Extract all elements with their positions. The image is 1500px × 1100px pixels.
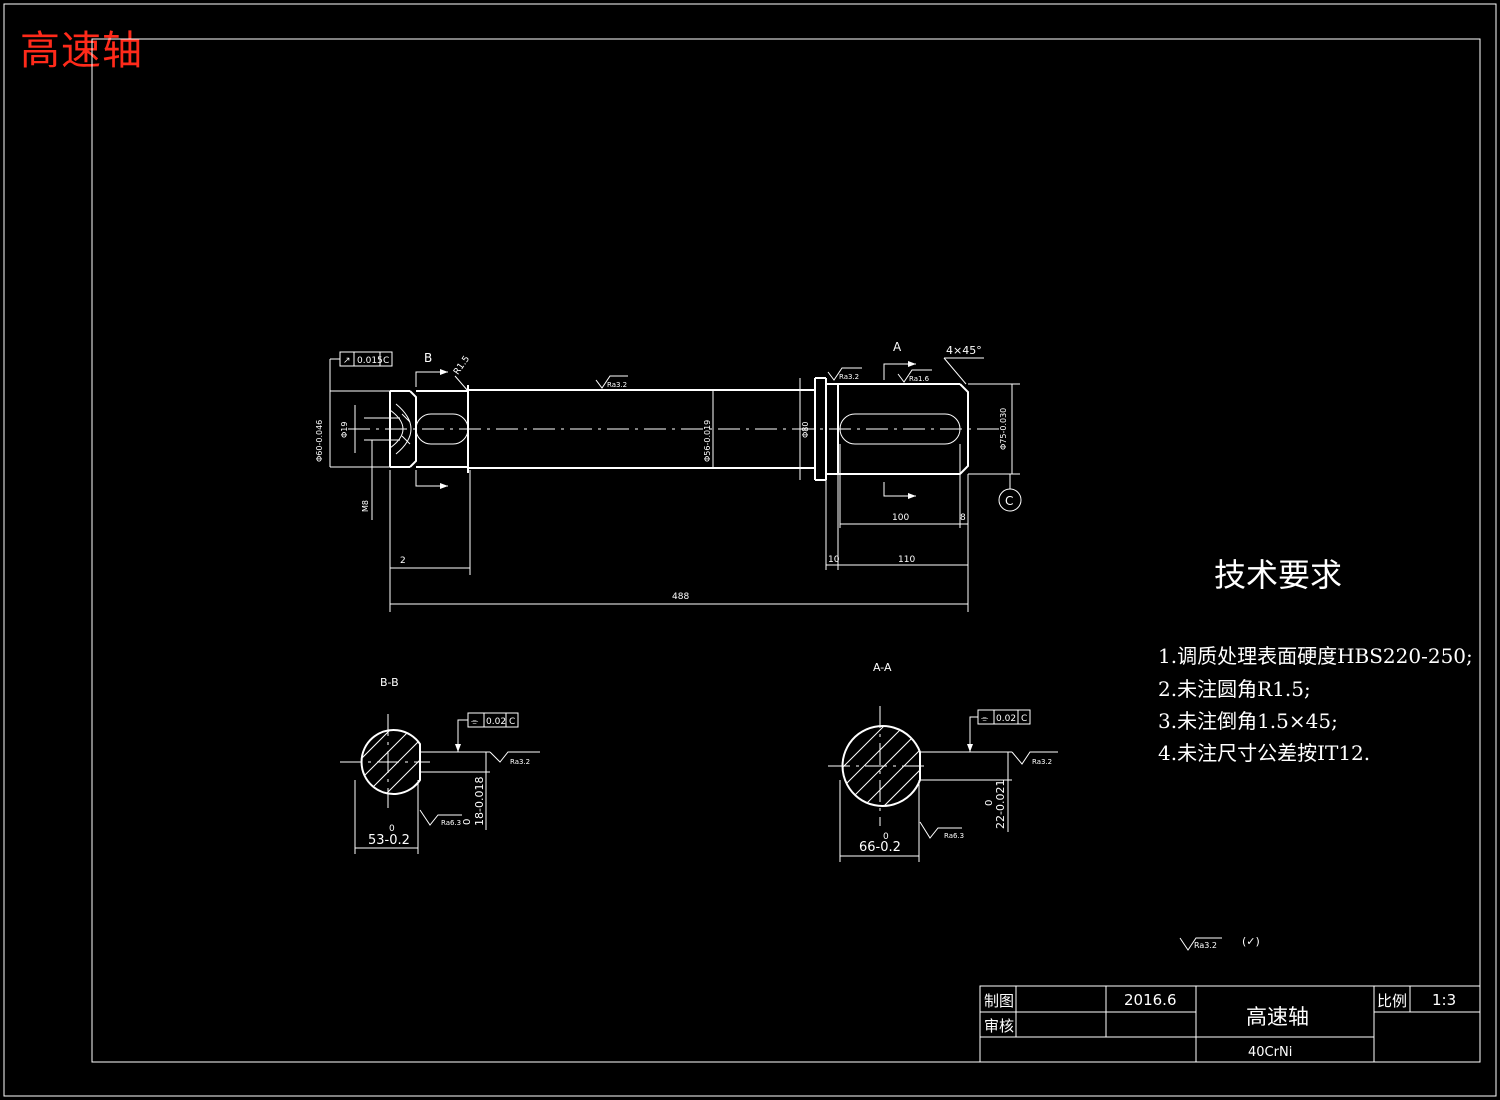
dim-dia-left: Φ60-0.046 — [315, 420, 324, 462]
svg-text:(✓): (✓) — [1242, 935, 1260, 948]
outer-frame — [3, 3, 1497, 1097]
section-aa-outline — [841, 725, 921, 807]
svg-text:Ra6.3: Ra6.3 — [441, 819, 461, 827]
svg-text:C: C — [383, 356, 389, 366]
section-aa: A-A 0 22-0.021 0 66-0.2 ⌯ — [828, 661, 1058, 862]
requirement-item: 1.调质处理表面硬度HBS220-250; — [1158, 644, 1473, 668]
svg-text:⌯: ⌯ — [981, 714, 989, 724]
section-bb-title: B-B — [380, 676, 399, 689]
svg-text:0: 0 — [389, 824, 395, 834]
section-b-label: B — [424, 351, 432, 365]
requirement-item: 2.未注圆角R1.5; — [1158, 677, 1311, 701]
general-roughness-note: Ra3.2 (✓) — [1179, 935, 1260, 951]
svg-text:Ra3.2: Ra3.2 — [1032, 758, 1052, 766]
section-a-label: A — [893, 340, 902, 354]
requirement-item: 3.未注倒角1.5×45; — [1158, 709, 1338, 733]
inner-frame — [91, 38, 1481, 1063]
chamfer-label: 4×45° — [946, 344, 982, 357]
section-bb: B-B 0 18-0.018 0 53-0.2 ⌯ 0. — [340, 676, 540, 854]
svg-text:0.02: 0.02 — [996, 714, 1016, 724]
svg-text:C: C — [509, 717, 515, 727]
section-aa-depth: 66-0.2 — [859, 840, 901, 855]
section-bb-depth: 53-0.2 — [368, 833, 410, 848]
svg-text:0.015: 0.015 — [357, 356, 383, 366]
dim-2: 2 — [400, 556, 406, 566]
keyway-a — [839, 413, 961, 445]
scale-value: 1:3 — [1432, 991, 1456, 1009]
dim-100: 100 — [892, 513, 909, 523]
section-aa-title: A-A — [873, 661, 892, 674]
dim-dia-mid: Φ56-0.019 — [703, 420, 712, 462]
shaft-main-view: C ↗ 0.015 C B R1.5 A 4×45° Ra3.2 Ra3.2 — [315, 340, 1022, 612]
svg-text:Ra3.2: Ra3.2 — [607, 381, 627, 389]
section-bb-outline — [360, 729, 421, 795]
corner-title: 高速轴 — [20, 28, 143, 74]
svg-text:Ra3.2: Ra3.2 — [839, 373, 859, 381]
svg-text:0: 0 — [984, 800, 995, 806]
datum-c-label: C — [1005, 494, 1013, 508]
dim-dia-hole: Φ19 — [340, 422, 349, 438]
dim-488: 488 — [672, 592, 689, 602]
dim-10: 10 — [828, 555, 840, 565]
svg-text:0: 0 — [883, 832, 889, 842]
part-name: 高速轴 — [1246, 1005, 1309, 1029]
svg-text:0: 0 — [462, 819, 473, 825]
material-value: 40CrNi — [1248, 1045, 1292, 1060]
svg-text:0.02: 0.02 — [486, 717, 506, 727]
dim-dia-right: Φ75-0.030 — [999, 408, 1008, 450]
dim-8: 8 — [960, 513, 966, 523]
dim-dia-shoulder: Φ80 — [801, 422, 810, 438]
thread-label: M8 — [361, 500, 370, 512]
section-bb-width: 18-0.018 — [473, 777, 486, 826]
svg-text:Ra3.2: Ra3.2 — [1194, 941, 1217, 950]
dim-110: 110 — [898, 555, 915, 565]
drawn-label: 制图 — [984, 992, 1014, 1010]
fillet-label: R1.5 — [452, 354, 472, 377]
title-block: 制图 审核 2016.6 高速轴 40CrNi 比例 1:3 — [979, 985, 1481, 1063]
date-value: 2016.6 — [1124, 991, 1177, 1009]
svg-text:C: C — [1021, 714, 1027, 724]
scale-label: 比例 — [1377, 992, 1407, 1010]
checked-label: 审核 — [984, 1017, 1014, 1035]
svg-text:Ra1.6: Ra1.6 — [909, 375, 930, 383]
svg-text:⌯: ⌯ — [471, 717, 479, 727]
requirements-title: 技术要求 — [1214, 556, 1343, 594]
svg-text:↗: ↗ — [343, 356, 351, 366]
svg-text:Ra3.2: Ra3.2 — [510, 758, 530, 766]
svg-text:Ra6.3: Ra6.3 — [944, 832, 964, 840]
section-aa-width: 22-0.021 — [994, 780, 1007, 829]
requirement-item: 4.未注尺寸公差按IT12. — [1158, 741, 1371, 765]
